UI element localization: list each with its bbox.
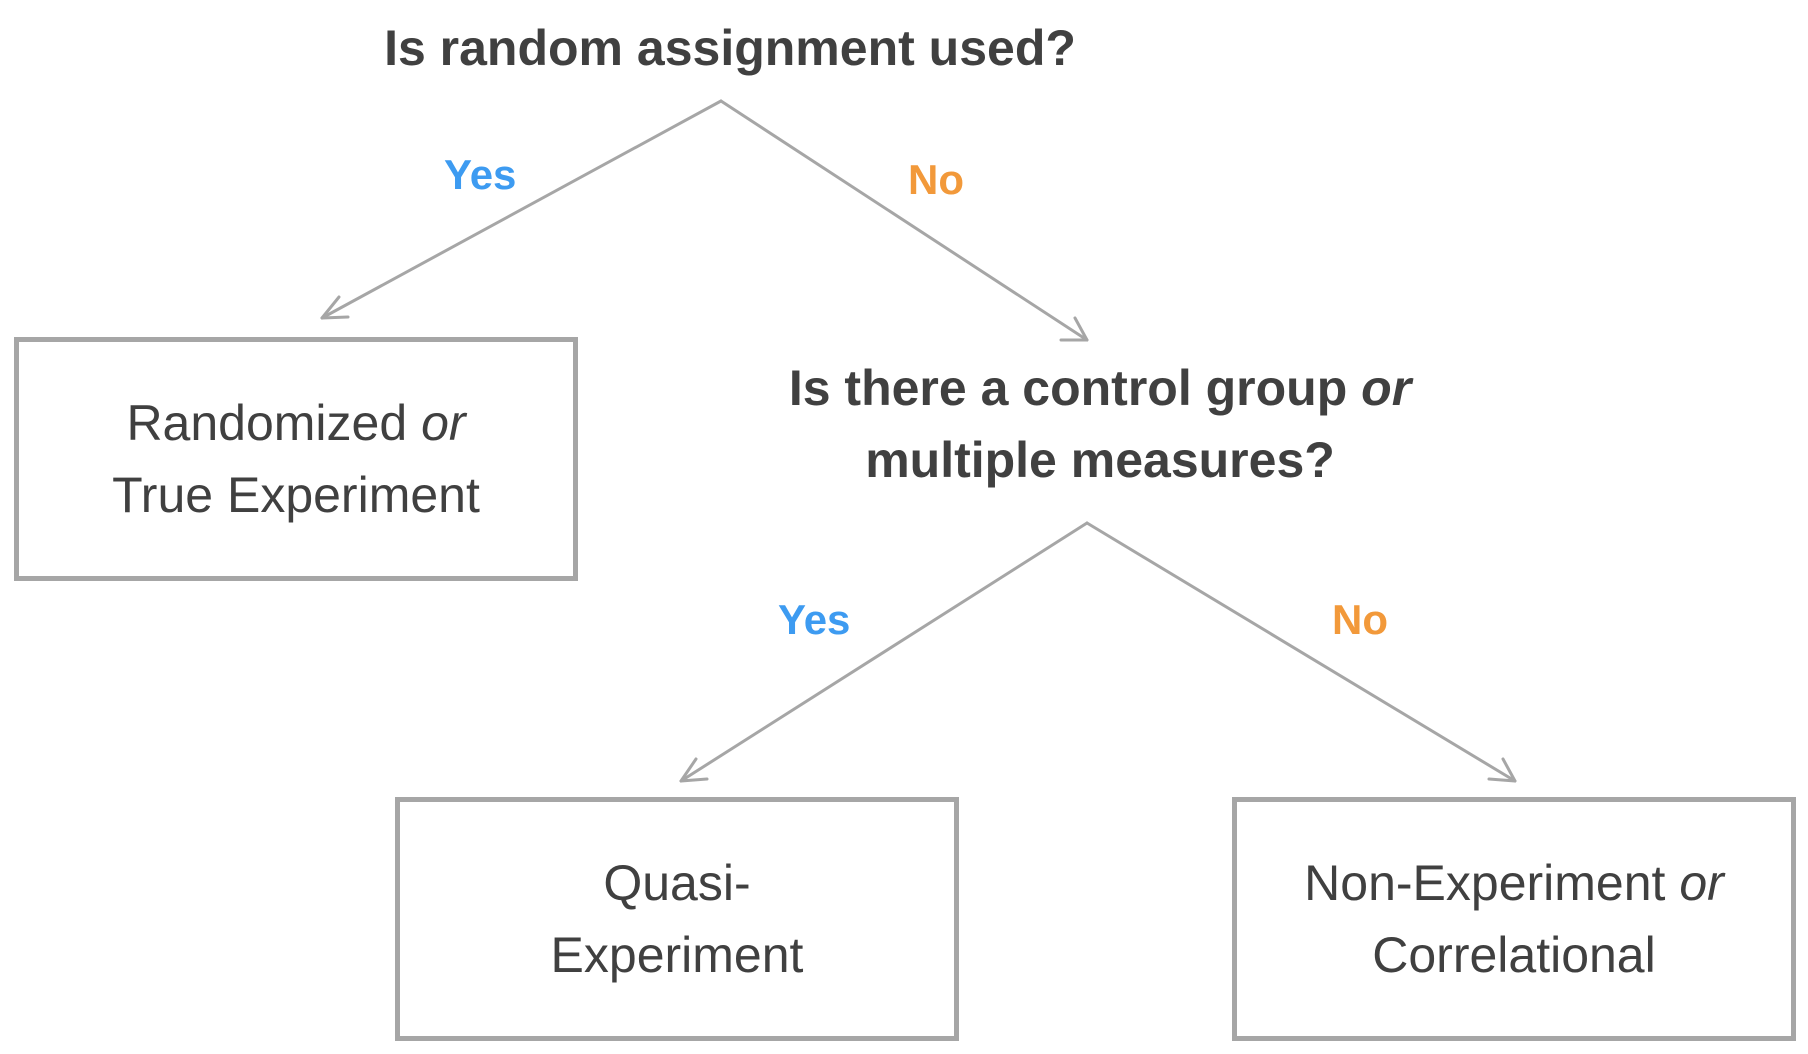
outcome-text-randomized-experiment: Randomized or True Experiment (112, 395, 480, 523)
outcome-text-quasi-experiment: Quasi- Experiment (550, 855, 804, 983)
outcome-text-non-experiment: Non-Experiment or Correlational (1304, 855, 1724, 983)
edge-q2-yes (679, 521, 1089, 783)
question-control-group-line-1: Is there a control group or (788, 360, 1412, 416)
edge-q1-yes (320, 99, 723, 320)
edge-q1-yes-arrowhead (320, 295, 350, 320)
branch-label-q2-no: No (1332, 596, 1388, 643)
outcome-box-non-experiment: Non-Experiment or Correlational (1232, 797, 1796, 1041)
outcome-box-randomized-experiment: Randomized or True Experiment (14, 337, 578, 581)
edge-q1-no (719, 99, 1089, 342)
outcome-box-quasi-experiment: Quasi- Experiment (395, 797, 959, 1041)
edge-q1-no-arrowhead (1059, 316, 1089, 342)
question-control-group: Is there a control group or multiple mea… (700, 352, 1500, 496)
edge-q2-no (1085, 521, 1517, 783)
question-random-assignment-text: Is random assignment used? (384, 20, 1076, 76)
branch-label-q2-yes: Yes (778, 596, 851, 643)
question-control-group-line-2: multiple measures? (865, 432, 1335, 488)
edge-q2-no-arrowhead (1487, 757, 1517, 783)
question-random-assignment: Is random assignment used? (330, 12, 1130, 84)
branch-label-q1-yes: Yes (444, 151, 517, 198)
branch-label-q1-no: No (908, 156, 964, 203)
edge-q2-yes-arrowhead (679, 757, 709, 783)
